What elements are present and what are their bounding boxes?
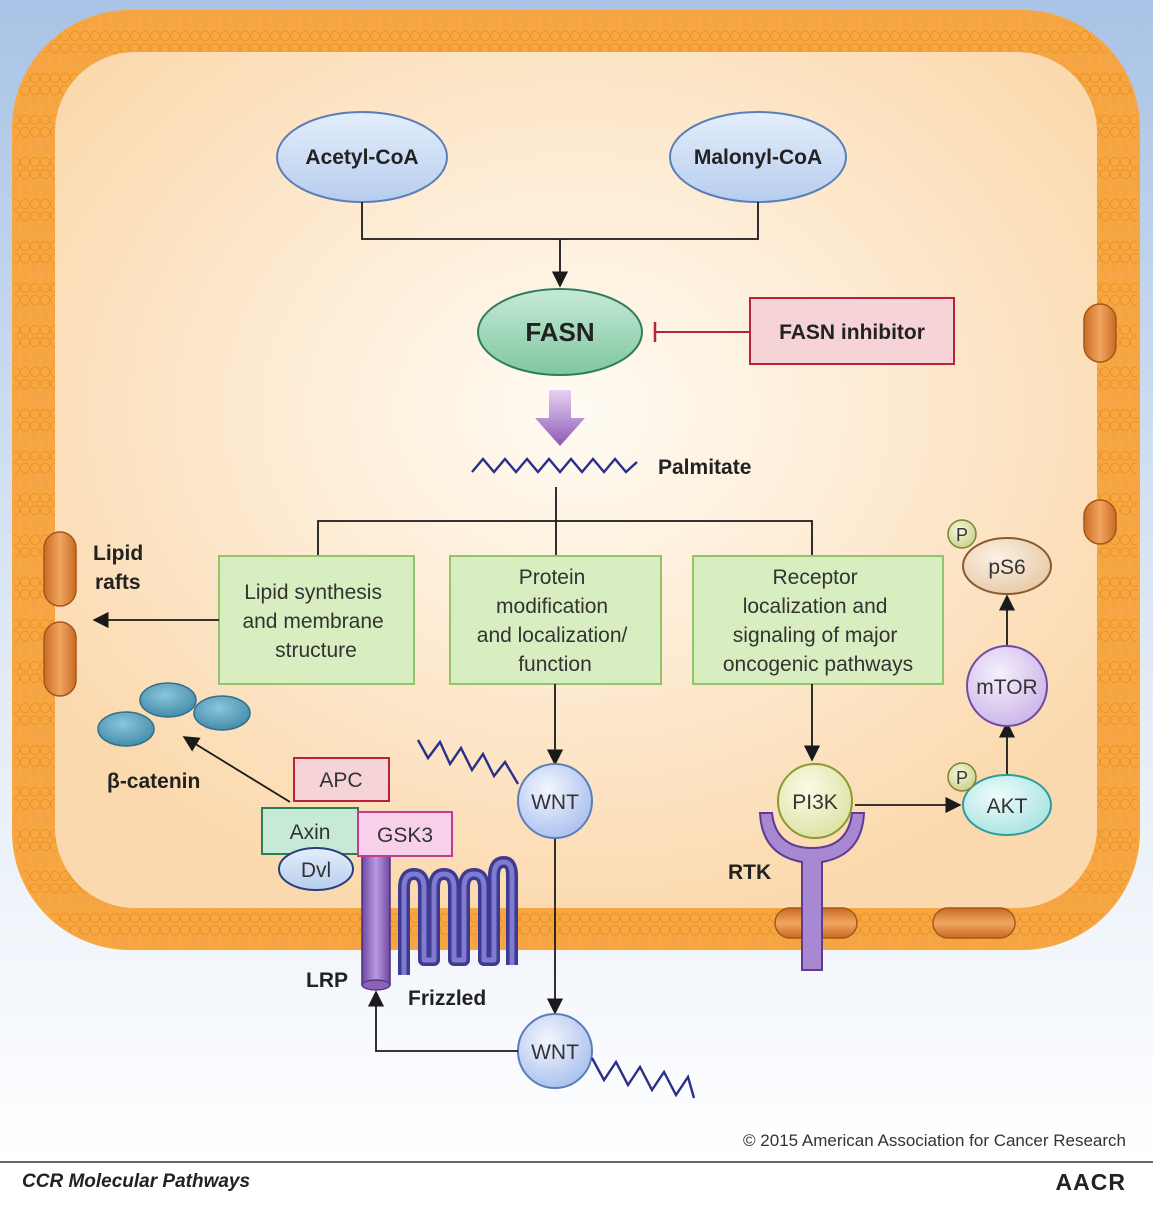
lrp-label: LRP — [306, 969, 348, 992]
receptor-localization-text: Receptor localization and signaling of m… — [723, 566, 913, 676]
apc-label: APC — [319, 769, 362, 792]
akt-phospho-label: P — [956, 768, 968, 788]
dvl-node — [278, 847, 354, 891]
ps6-phospho-label: P — [956, 525, 968, 545]
gsk3-label: GSK3 — [377, 824, 433, 847]
akt-node — [962, 774, 1052, 836]
axin-label: Axin — [290, 821, 331, 844]
wnt-outer-chain — [590, 1057, 696, 1099]
raft-right-bottom — [1083, 499, 1117, 545]
fasn-label: FASN — [525, 317, 594, 347]
protein-modification-text: Protein modification and localization/ f… — [477, 566, 633, 676]
fasn-inhibitor-label: FASN inhibitor — [779, 321, 925, 344]
beta-catenin-label: β-catenin — [107, 770, 200, 793]
receptor-localization-box — [692, 555, 944, 685]
cytoplasm — [55, 52, 1097, 908]
frizzled-highlight — [401, 859, 515, 975]
wnt-inner-node — [517, 763, 593, 839]
lrp-receptor — [361, 849, 391, 986]
beta-catenin-blob-1 — [139, 682, 197, 718]
lrp-receptor-base — [361, 979, 391, 991]
malonyl-coa-label: Malonyl-CoA — [694, 146, 822, 169]
palmitate-label: Palmitate — [658, 456, 751, 479]
fasn-inhibitor-box — [749, 297, 955, 365]
protein-modification-box — [449, 555, 662, 685]
akt-label: AKT — [987, 795, 1028, 818]
wnt-inner-label: WNT — [531, 791, 579, 814]
series-title: CCR Molecular Pathways — [22, 1171, 250, 1192]
apc-box — [293, 757, 390, 802]
branch-bar — [317, 520, 813, 556]
synthesis-arrow — [535, 390, 585, 446]
gsk3-box — [357, 811, 453, 857]
ps6-phospho-badge — [947, 519, 977, 549]
palmitate-chain — [471, 457, 638, 474]
raft-right-top — [1083, 303, 1117, 363]
beta-catenin-blob-3 — [97, 711, 155, 747]
wnt-inner-chain — [416, 739, 520, 785]
mtor-label: mTOR — [976, 676, 1037, 699]
frizzled-label: Frizzled — [408, 987, 486, 1010]
akt-phospho-badge — [947, 762, 977, 792]
pi3k-label: PI3K — [792, 791, 838, 814]
raft-rtk-right — [932, 907, 1016, 939]
arrow-to-beta-catenin — [182, 736, 291, 803]
raft-left-top — [43, 531, 77, 607]
ps6-node — [962, 537, 1052, 595]
rtk-label: RTK — [728, 861, 771, 884]
pi3k-node — [777, 763, 853, 839]
rtk-receptor — [758, 812, 866, 971]
raft-left-bottom — [43, 621, 77, 697]
beta-catenin-blob-2 — [193, 695, 251, 731]
copyright-text: © 2015 American Association for Cancer R… — [743, 1131, 1126, 1150]
wnt-outer-label: WNT — [531, 1041, 579, 1064]
lipid-rafts-label: Lipid rafts — [93, 542, 149, 594]
ps6-label: pS6 — [988, 556, 1025, 579]
aacr-logo: AACR — [1056, 1169, 1126, 1195]
dvl-label: Dvl — [301, 859, 331, 882]
acetyl-coa-label: Acetyl-CoA — [305, 146, 418, 169]
mtor-node — [966, 645, 1048, 727]
fasn-node — [477, 288, 643, 376]
lipid-synthesis-text: Lipid synthesis and membrane structure — [242, 581, 389, 662]
footer-band — [0, 1162, 1153, 1200]
arrow-to-lrp — [367, 990, 518, 1052]
